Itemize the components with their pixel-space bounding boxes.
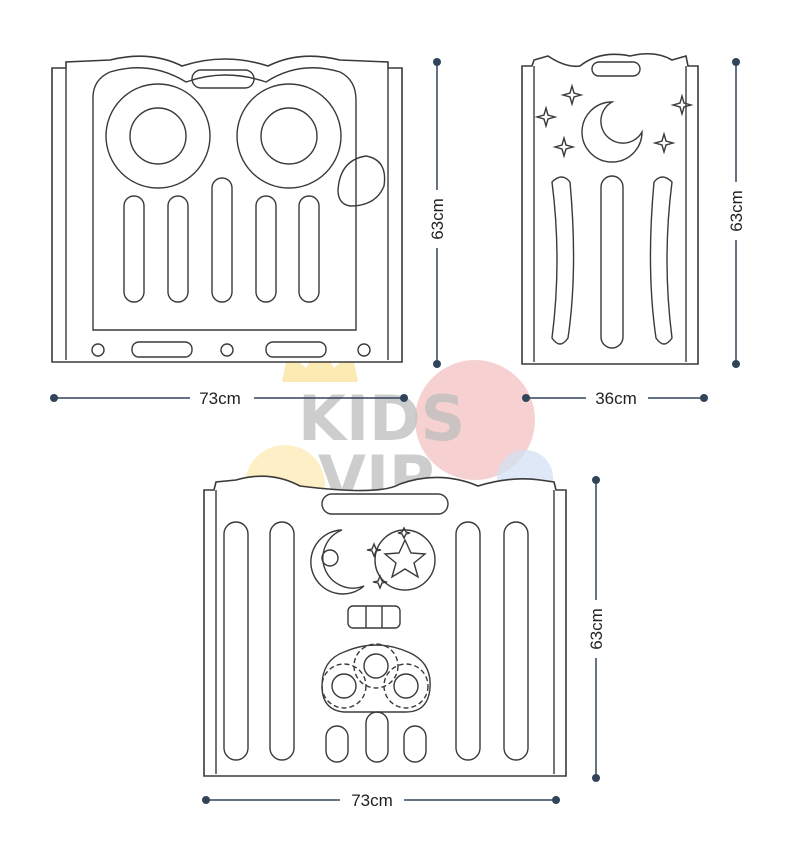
owl-left-eye-inner — [129, 107, 187, 165]
owl-left-eye — [105, 83, 211, 189]
owl-height-label: 63cm — [428, 198, 447, 240]
owl-bottom-hole — [357, 343, 371, 357]
owl-right-eye — [236, 83, 342, 189]
owl-right-eye-inner — [260, 107, 318, 165]
moon-width-label: 36cm — [595, 389, 637, 408]
owl-height-dimension: 63cm — [424, 58, 450, 368]
owl-slot — [123, 195, 145, 303]
star-icon — [652, 131, 676, 155]
owl-width-dimension: 73cm — [50, 386, 408, 410]
star-icon — [534, 105, 558, 129]
owl-slot — [255, 195, 277, 303]
star-icon — [552, 135, 576, 159]
watermark-red-circle — [415, 360, 535, 480]
toy-slot — [223, 521, 249, 761]
toy-height-dimension: 63cm — [583, 476, 609, 782]
toy-short-slot — [365, 711, 389, 763]
toy-height-label: 63cm — [587, 608, 606, 650]
toy-panel — [203, 475, 567, 777]
moon-slot — [600, 175, 624, 349]
gear-hub — [393, 673, 419, 699]
moon-icon — [581, 101, 643, 163]
gear-icon — [383, 663, 429, 709]
owl-width-label: 73cm — [199, 389, 241, 408]
star-icon — [372, 574, 388, 590]
gear-icon — [353, 643, 399, 689]
gear-hub — [331, 673, 357, 699]
star-icon — [560, 83, 584, 107]
star-icon — [383, 538, 427, 579]
gear-hub — [363, 653, 389, 679]
moon-slot — [551, 176, 575, 345]
owl-side-knob — [337, 155, 386, 207]
watermark-logo: KIDS VIP — [245, 344, 553, 525]
moon-panel-outline — [521, 52, 699, 365]
star-icon — [366, 542, 382, 558]
toy-slot — [455, 521, 481, 761]
moon-slot — [649, 176, 673, 345]
watermark-line1: KIDS — [298, 382, 465, 455]
moon-panel — [521, 52, 699, 365]
star-icon — [670, 93, 694, 117]
owl-bottom-hole — [220, 343, 234, 357]
moon-toy-button — [321, 549, 339, 567]
owl-slot — [211, 177, 233, 303]
roller-toy — [347, 605, 401, 629]
moon-icon — [310, 529, 365, 595]
owl-panel-outline — [51, 55, 403, 363]
toy-short-slot — [403, 725, 427, 763]
moon-height-label: 63cm — [727, 190, 746, 232]
crown-icon — [282, 344, 358, 382]
toy-panel-outline — [203, 475, 567, 777]
toy-width-label: 73cm — [351, 791, 393, 810]
gear-frame — [321, 644, 431, 713]
toy-slot — [503, 521, 529, 761]
toy-short-slot — [325, 725, 349, 763]
toy-slot — [269, 521, 295, 761]
moon-handle — [591, 61, 641, 77]
owl-bottom-slot — [265, 341, 327, 358]
owl-bottom-hole — [91, 343, 105, 357]
toy-width-dimension: 73cm — [202, 788, 560, 812]
owl-inner-panel — [92, 67, 357, 331]
moon-width-dimension: 36cm — [522, 386, 708, 410]
owl-bottom-slot — [131, 341, 193, 358]
owl-panel — [51, 55, 403, 363]
owl-handle — [191, 69, 255, 89]
moon-height-dimension: 63cm — [723, 58, 749, 368]
toy-handle — [321, 493, 449, 515]
owl-slot — [298, 195, 320, 303]
star-icon — [397, 526, 411, 540]
owl-slot — [167, 195, 189, 303]
